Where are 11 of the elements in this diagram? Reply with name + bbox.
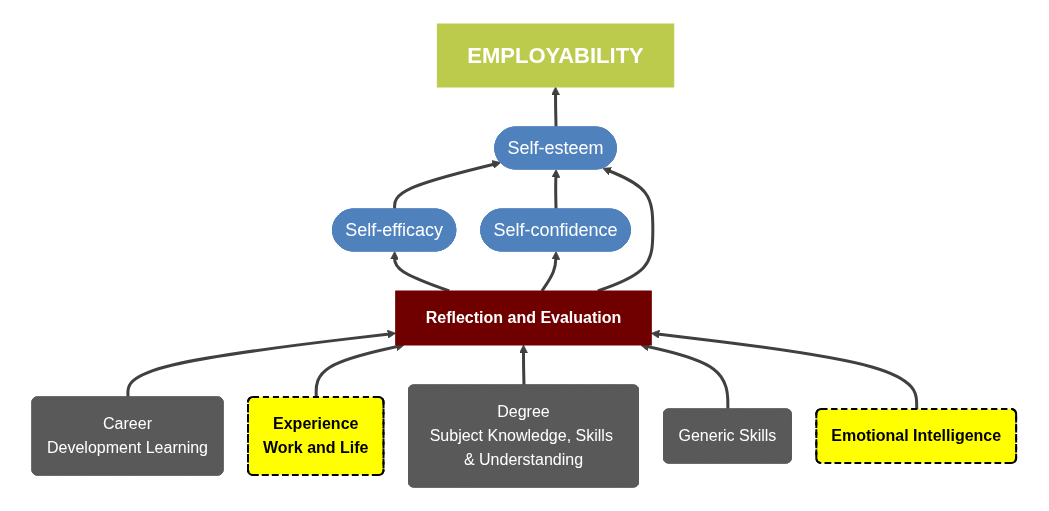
arrow: [597, 167, 655, 293]
arrow: [551, 169, 561, 210]
arrow: [551, 86, 561, 128]
node-box: EMPLOYABILITY: [437, 23, 675, 88]
arrow: [393, 160, 502, 210]
arrow: [519, 344, 529, 386]
node-box: Reflection and Evaluation: [395, 290, 653, 346]
arrow: [651, 329, 919, 410]
arrow: [390, 251, 451, 293]
arrow: [541, 251, 561, 292]
arrow: [126, 329, 397, 398]
